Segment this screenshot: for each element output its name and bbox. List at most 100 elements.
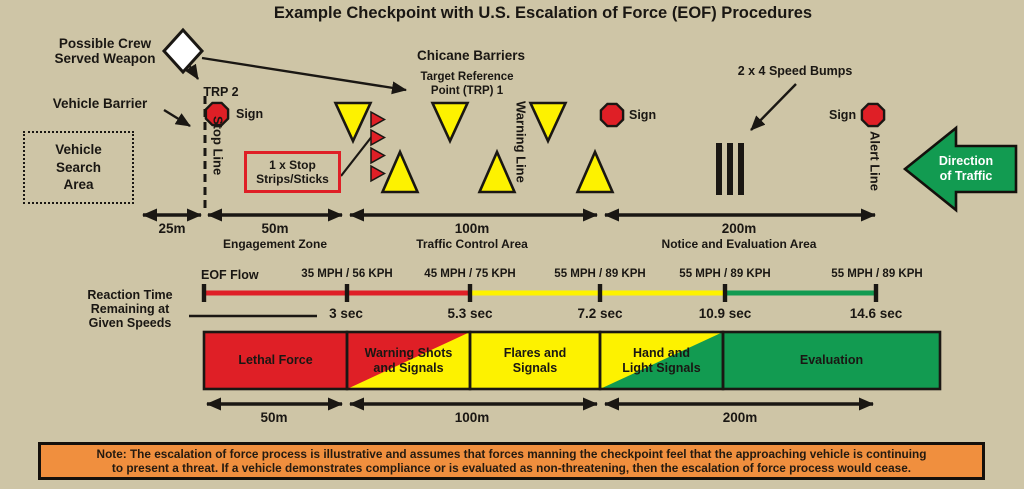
- eof-tick-2: [344, 284, 350, 302]
- reaction-time-label: Reaction Time Remaining at Given Speeds: [87, 288, 173, 330]
- zone-distance-50m: 50m: [261, 221, 289, 236]
- chicane-triangle-up-2: [477, 148, 517, 194]
- bar-border-5: [721, 330, 942, 391]
- stop-strip-4: [370, 164, 387, 183]
- eof-flow-label: EOF Flow: [201, 268, 259, 282]
- bar-label-flares: Flares and Signals: [470, 332, 600, 389]
- speed-bump-bar-1: [716, 143, 722, 195]
- bottom-distance-100m: 100m: [454, 410, 490, 425]
- eof-time-4: 10.9 sec: [698, 306, 752, 321]
- crew-weapon-line1: Possible Crew: [58, 36, 152, 51]
- vehicle-search-line1: Vehicle: [55, 142, 102, 158]
- eof-speed-3: 55 MPH / 89 KPH: [554, 268, 646, 280]
- trp2-label: TRP 2: [203, 85, 239, 99]
- note-box: Note: The escalation of force process is…: [38, 442, 985, 480]
- bar-evaluation-line1: Evaluation: [799, 353, 864, 368]
- bar-hand-signals-diagonal: [600, 332, 723, 389]
- arrow-vehicle-barrier: [163, 108, 191, 128]
- stop-strips-line2: Strips/Sticks: [256, 172, 329, 186]
- speed-bump-bar-2: [727, 143, 733, 195]
- alert-line-label: Alert Line: [867, 131, 883, 191]
- zone-distance-25m: 25m: [158, 221, 186, 236]
- bottom-distance-200m: 200m: [722, 410, 758, 425]
- bottom-distance-50m: 50m: [260, 410, 288, 425]
- direction-line2: of Traffic: [939, 169, 993, 183]
- eof-time-2: 5.3 sec: [447, 306, 493, 321]
- stop-sign-octagon-alert: [860, 102, 886, 128]
- eof-tick-4: [597, 284, 603, 302]
- note-line1: Note: The escalation of force process is…: [96, 446, 927, 461]
- bar-label-warning-shots: Warning Shots and Signals: [347, 332, 470, 389]
- stop-strip-1: [370, 110, 387, 129]
- trp1-line1: Target Reference: [420, 71, 514, 83]
- chicane-triangle-down-3: [528, 101, 568, 145]
- zone-distance-200m: 200m: [721, 221, 757, 236]
- stop-line-label: Stop Line: [210, 116, 226, 176]
- arrow-diamond-to-trp2: [184, 63, 200, 80]
- crew-weapon-label: Possible Crew Served Weapon: [54, 36, 155, 66]
- bar-label-evaluation: Evaluation: [723, 332, 940, 389]
- direction-of-traffic-arrow: [902, 125, 1018, 213]
- eof-tick-1: [201, 284, 207, 302]
- bar-hand-line2: Light Signals: [622, 360, 701, 375]
- line-strips-callout: [340, 134, 374, 177]
- eof-time-5: 14.6 sec: [849, 306, 903, 321]
- vehicle-search-area-box: Vehicle Search Area: [23, 131, 134, 204]
- speed-bumps-label: 2 x 4 Speed Bumps: [737, 64, 853, 78]
- crew-served-weapon-diamond: [161, 27, 205, 75]
- eof-speed-1: 35 MPH / 56 KPH: [301, 268, 393, 280]
- direction-line1: Direction: [938, 154, 994, 168]
- trp1-line2: Point (TRP) 1: [430, 84, 504, 97]
- zone-name-traffic-control: Traffic Control Area: [416, 237, 528, 251]
- eof-tick-3: [467, 284, 473, 302]
- zone-name-notice-evaluation: Notice and Evaluation Area: [661, 237, 817, 251]
- chicane-triangle-down-1: [333, 101, 373, 145]
- reaction-line1: Reaction Time: [87, 288, 173, 302]
- bar-flares-line2: Signals: [512, 360, 558, 375]
- chicane-triangle-up-1: [380, 148, 420, 194]
- stop-sign-octagon-middle: [599, 102, 625, 128]
- note-line2: to present a threat. If a vehicle demons…: [111, 461, 912, 475]
- bar-flares: [470, 332, 600, 389]
- zone-name-engagement: Engagement Zone: [222, 237, 328, 251]
- bar-lethal-force: [204, 332, 347, 389]
- sign-label-alert: Sign: [829, 108, 857, 122]
- zone-distance-100m: 100m: [454, 221, 490, 236]
- eof-speed-4: 55 MPH / 89 KPH: [679, 268, 771, 280]
- crew-weapon-line2: Served Weapon: [54, 51, 156, 67]
- arrow-speed-bumps: [750, 83, 797, 131]
- eof-tick-6: [873, 284, 879, 302]
- chicane-triangle-down-2: [430, 101, 470, 145]
- speed-bump-bar-3: [738, 143, 744, 195]
- vehicle-barrier-label: Vehicle Barrier: [52, 96, 148, 111]
- bar-warning-line2: and Signals: [373, 360, 444, 375]
- bar-evaluation: [723, 332, 940, 389]
- bar-warning-shots-diagonal: [347, 332, 470, 389]
- bar-flares-line1: Flares and: [503, 346, 567, 360]
- stop-strip-3: [370, 146, 387, 165]
- reaction-line3: Given Speeds: [88, 315, 172, 330]
- vehicle-search-line3: Area: [63, 177, 94, 193]
- sign-label-middle: Sign: [629, 108, 657, 122]
- sign-label-trp2: Sign: [236, 107, 264, 121]
- chicane-barriers-label: Chicane Barriers: [416, 48, 526, 63]
- stop-strips-callout-box: 1 x Stop Strips/Sticks: [244, 151, 341, 193]
- bar-lethal-line1: Lethal Force: [238, 353, 313, 368]
- diagram-title: Example Checkpoint with U.S. Escalation …: [273, 4, 813, 22]
- eof-time-3: 7.2 sec: [577, 306, 623, 321]
- bar-label-lethal-force: Lethal Force: [204, 332, 347, 389]
- vehicle-search-line2: Search: [55, 159, 102, 175]
- eof-speed-5: 55 MPH / 89 KPH: [831, 268, 923, 280]
- bar-warning-line1: Warning Shots: [364, 346, 453, 360]
- stop-sign-octagon-trp2: [204, 101, 230, 127]
- eof-time-1: 3 sec: [329, 306, 363, 321]
- bar-hand-line1: Hand and: [633, 346, 690, 360]
- trp1-label: Target Reference Point (TRP) 1: [420, 71, 513, 98]
- stop-strips-line1: 1 x Stop: [269, 158, 316, 172]
- warning-line-label: Warning Line: [513, 101, 529, 183]
- eof-tick-5: [722, 284, 728, 302]
- stop-strip-2: [370, 128, 387, 147]
- chicane-triangle-up-3: [575, 148, 615, 194]
